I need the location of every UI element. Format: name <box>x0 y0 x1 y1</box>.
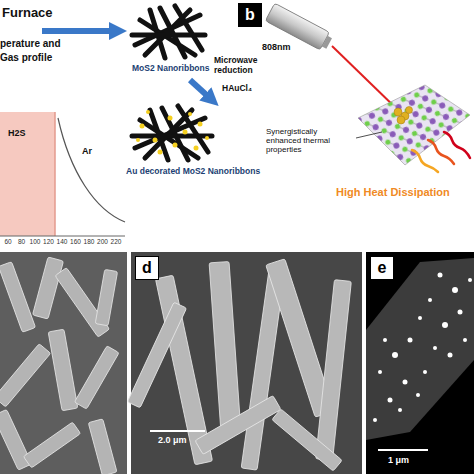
axis-tick: 220 <box>111 238 122 245</box>
process-arrow <box>42 28 118 34</box>
process-arrow <box>190 80 212 100</box>
panel-letter-box: b <box>238 3 262 27</box>
leader-line <box>356 132 382 138</box>
panel-letter: d <box>142 260 152 276</box>
graph-axis <box>0 236 125 237</box>
panel-letter-box: d <box>135 256 159 280</box>
scale-label: 2.0 μm <box>158 435 187 445</box>
axis-tick: 180 <box>84 238 95 245</box>
axis-tick: 100 <box>30 238 41 245</box>
axis-tick: 80 <box>18 238 25 245</box>
axis-tick: 120 <box>43 238 54 245</box>
step-label: perature and <box>0 38 61 50</box>
step-label: Furnace <box>2 6 53 21</box>
gas-label: Ar <box>82 146 92 156</box>
scale-label: 1 μm <box>388 455 409 465</box>
axis-tick: 200 <box>97 238 108 245</box>
gas-label: H2S <box>8 128 26 138</box>
axis-tick: 160 <box>70 238 81 245</box>
gold-nanoparticles <box>136 110 209 155</box>
gold-cluster <box>394 107 413 125</box>
sem-image-d <box>127 252 362 474</box>
panel-letter: b <box>245 7 255 23</box>
scale-bar <box>378 449 428 451</box>
panel-letter-box: e <box>370 256 394 280</box>
nanoribbon-tangle <box>132 6 205 58</box>
tem-image-e <box>366 252 474 474</box>
effect-label: High Heat Dissipation <box>336 186 450 199</box>
au-nanoribbon-tangle <box>132 106 212 160</box>
sem-image-c <box>0 252 127 474</box>
product-label: MoS2 Nanoribbons <box>132 64 209 74</box>
product-label: Au decorated MoS2 Nanoribbons <box>126 167 260 177</box>
heat-waves <box>412 132 470 172</box>
axis-tick: 60 <box>4 238 11 245</box>
reagent-label: HAuCl₄ <box>222 84 252 94</box>
profile-curve <box>58 118 125 222</box>
mos2-lattice <box>358 85 470 165</box>
annotation-text: Synergistically enhanced thermal propert… <box>266 127 354 155</box>
step-label: Gas profile <box>0 52 52 64</box>
h2s-region <box>0 112 55 236</box>
panel-letter: e <box>378 260 387 276</box>
step-label: Microwave reduction <box>214 56 272 76</box>
wavelength-label: 808nm <box>262 42 291 52</box>
axis-tick: 140 <box>57 238 68 245</box>
scale-bar <box>150 430 205 432</box>
